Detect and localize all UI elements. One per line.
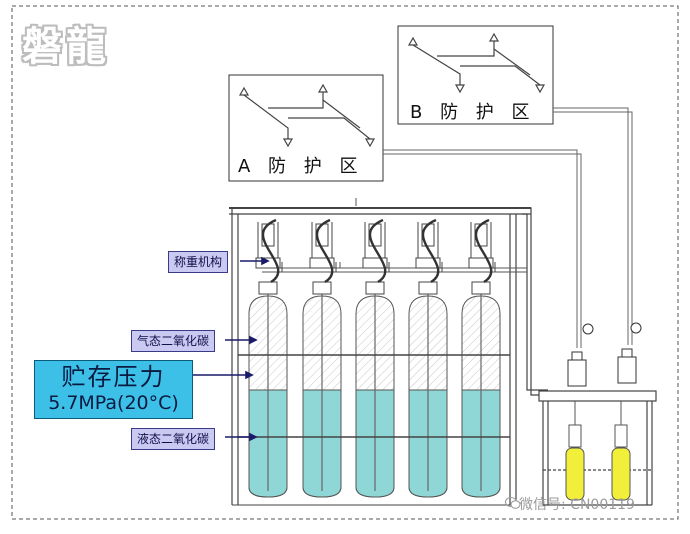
zone-b-piping	[407, 32, 546, 94]
zone-feed-lines	[383, 107, 633, 348]
cylinder-valve-1	[258, 281, 278, 295]
weighing-unit-5	[468, 257, 494, 269]
pressure-title: 贮存压力	[61, 363, 166, 391]
weighing-unit-1	[255, 257, 281, 269]
pilot-valve-1	[568, 424, 582, 448]
callout-weighing: 称重机构	[168, 251, 229, 273]
flex-hose-3	[368, 218, 387, 284]
pilot-cylinders	[565, 401, 631, 501]
nozzle-b4	[534, 84, 546, 94]
pilot-valve-2	[614, 424, 628, 448]
nozzle-a2	[317, 83, 329, 93]
zone-b-label: B 防 护 区	[410, 102, 536, 123]
zone-a-label: A 防 护 区	[238, 156, 364, 177]
cylinder-valve-4	[418, 281, 438, 295]
nozzle-a4	[364, 138, 376, 148]
selector-valve-b	[617, 356, 637, 384]
pilot-cylinder-2	[611, 447, 631, 501]
nozzle-a1	[238, 86, 250, 96]
nozzle-b3	[454, 84, 466, 94]
pilot-cabinet	[538, 390, 657, 506]
wechat-icon	[505, 497, 521, 509]
cylinder-valve-2	[312, 281, 332, 295]
nozzle-b1	[407, 36, 419, 46]
zone-a-box	[228, 74, 384, 182]
clamp-bands	[238, 354, 510, 438]
pilot-cylinder-1	[565, 447, 585, 501]
cylinder-valve-5	[471, 281, 491, 295]
brand-logo: 磐龍	[22, 24, 110, 70]
zone-b-box	[397, 25, 554, 125]
flex-hose-1	[261, 218, 280, 284]
selector-valves	[567, 322, 642, 387]
callout-gas-co2: 气态二氧化碳	[131, 330, 216, 352]
weighing-unit-4	[415, 257, 441, 269]
storage-pressure-box: 贮存压力 5.7MPa(20°C)	[34, 360, 193, 419]
cylinder-rack	[229, 207, 548, 506]
zone-a-piping	[238, 83, 376, 148]
watermark: 微信号: CN00119	[519, 497, 635, 513]
weighing-unit-3	[362, 257, 388, 269]
flex-hose-4	[421, 218, 440, 284]
callout-liquid-co2: 液态二氧化碳	[131, 428, 216, 450]
outer-dashed-frame	[11, 5, 679, 520]
nozzle-a3	[282, 138, 294, 148]
flex-hose-2	[315, 218, 334, 284]
weighing-unit-2	[309, 257, 335, 269]
selector-valve-a	[567, 359, 587, 387]
callout-leaders	[191, 256, 270, 442]
nozzle-b2	[488, 32, 500, 42]
cylinder-group	[248, 218, 501, 498]
cylinder-valve-3	[365, 281, 385, 295]
flex-hose-5	[474, 218, 493, 284]
pressure-value: 5.7MPa(20°C)	[48, 392, 179, 414]
